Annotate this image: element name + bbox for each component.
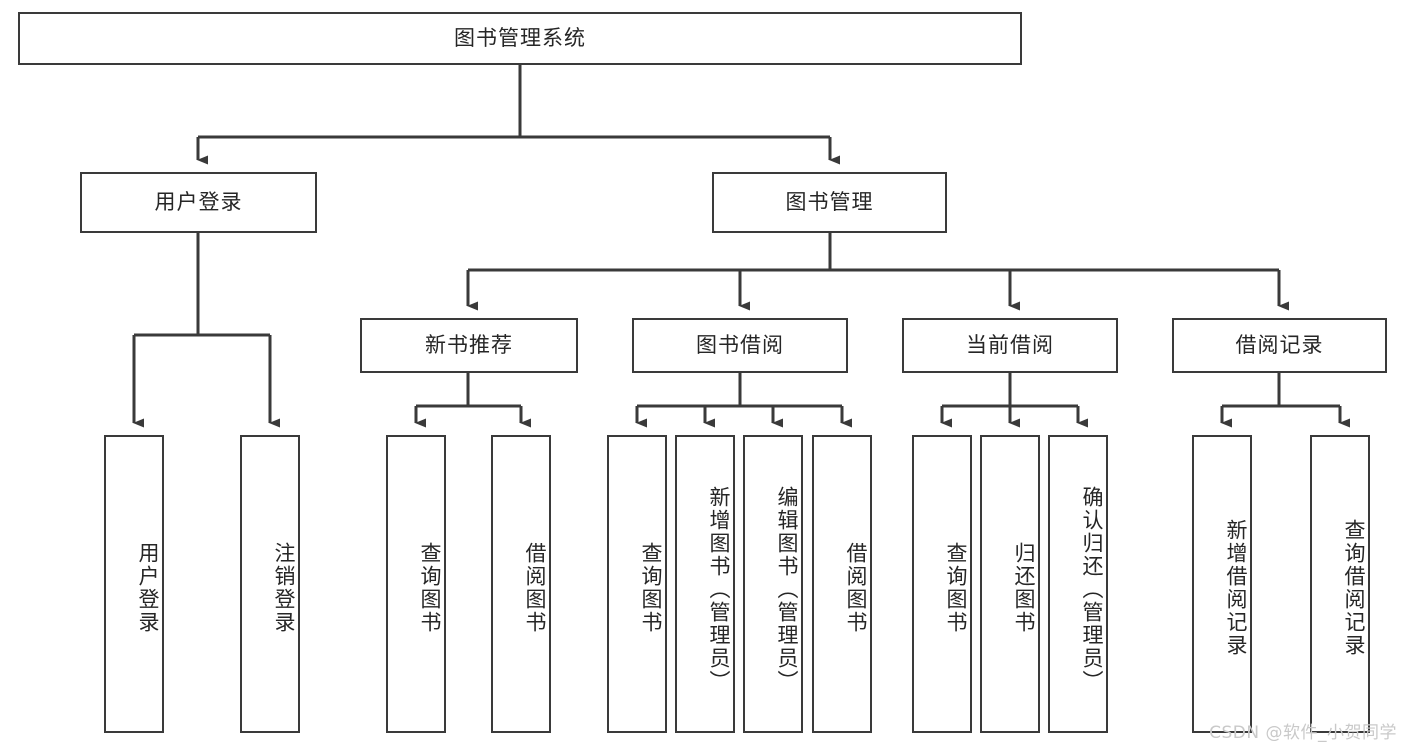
node-current-borrow[interactable]: 当前借阅 — [902, 318, 1118, 373]
node-label: 编辑图书（管理员） — [775, 485, 799, 693]
leaf-book-borrow-add-book-admin[interactable]: 新增图书（管理员） — [675, 435, 735, 733]
node-label: 借阅图书 — [844, 542, 868, 634]
node-label: 查询图书 — [944, 542, 968, 634]
leaf-current-borrow-confirm-return-admin[interactable]: 确认归还（管理员） — [1048, 435, 1108, 733]
node-label: 图书管理 — [785, 189, 874, 214]
leaf-book-borrow-query-book[interactable]: 查询图书 — [607, 435, 667, 733]
leaf-borrow-record-query-record[interactable]: 查询借阅记录 — [1310, 435, 1370, 733]
node-label: 归还图书 — [1012, 542, 1036, 634]
node-label: 图书管理系统 — [454, 25, 586, 50]
node-label: 用户登录 — [154, 189, 243, 214]
leaf-borrow-record-add-record[interactable]: 新增借阅记录 — [1192, 435, 1252, 733]
leaf-current-borrow-query-book[interactable]: 查询图书 — [912, 435, 972, 733]
node-new-book-recommend[interactable]: 新书推荐 — [360, 318, 578, 373]
leaf-user-login-login[interactable]: 用户登录 — [104, 435, 164, 733]
node-label: 新增图书（管理员） — [707, 485, 731, 693]
node-user-login[interactable]: 用户登录 — [80, 172, 317, 233]
leaf-new-book-query-book[interactable]: 查询图书 — [386, 435, 446, 733]
node-book-management[interactable]: 图书管理 — [712, 172, 947, 233]
node-label: 新增借阅记录 — [1224, 519, 1248, 657]
node-label: 当前借阅 — [966, 332, 1054, 357]
node-label: 查询图书 — [418, 542, 442, 634]
node-label: 新书推荐 — [425, 332, 513, 357]
node-label: 确认归还（管理员） — [1080, 485, 1104, 693]
leaf-book-borrow-borrow-book[interactable]: 借阅图书 — [812, 435, 872, 733]
node-label: 查询图书 — [639, 542, 663, 634]
node-label: 注销登录 — [272, 542, 296, 634]
node-borrow-record[interactable]: 借阅记录 — [1172, 318, 1387, 373]
leaf-user-login-logout[interactable]: 注销登录 — [240, 435, 300, 733]
leaf-current-borrow-return-book[interactable]: 归还图书 — [980, 435, 1040, 733]
leaf-new-book-borrow-book[interactable]: 借阅图书 — [491, 435, 551, 733]
node-root-book-management-system[interactable]: 图书管理系统 — [18, 12, 1022, 65]
csdn-watermark: CSDN @软件_小贺同学 — [1209, 723, 1397, 743]
node-label: 查询借阅记录 — [1342, 519, 1366, 657]
node-label: 图书借阅 — [696, 332, 784, 357]
node-label: 借阅图书 — [523, 542, 547, 634]
leaf-book-borrow-edit-book-admin[interactable]: 编辑图书（管理员） — [743, 435, 803, 733]
node-label: 用户登录 — [136, 542, 160, 634]
node-book-borrow[interactable]: 图书借阅 — [632, 318, 848, 373]
node-label: 借阅记录 — [1235, 332, 1324, 357]
